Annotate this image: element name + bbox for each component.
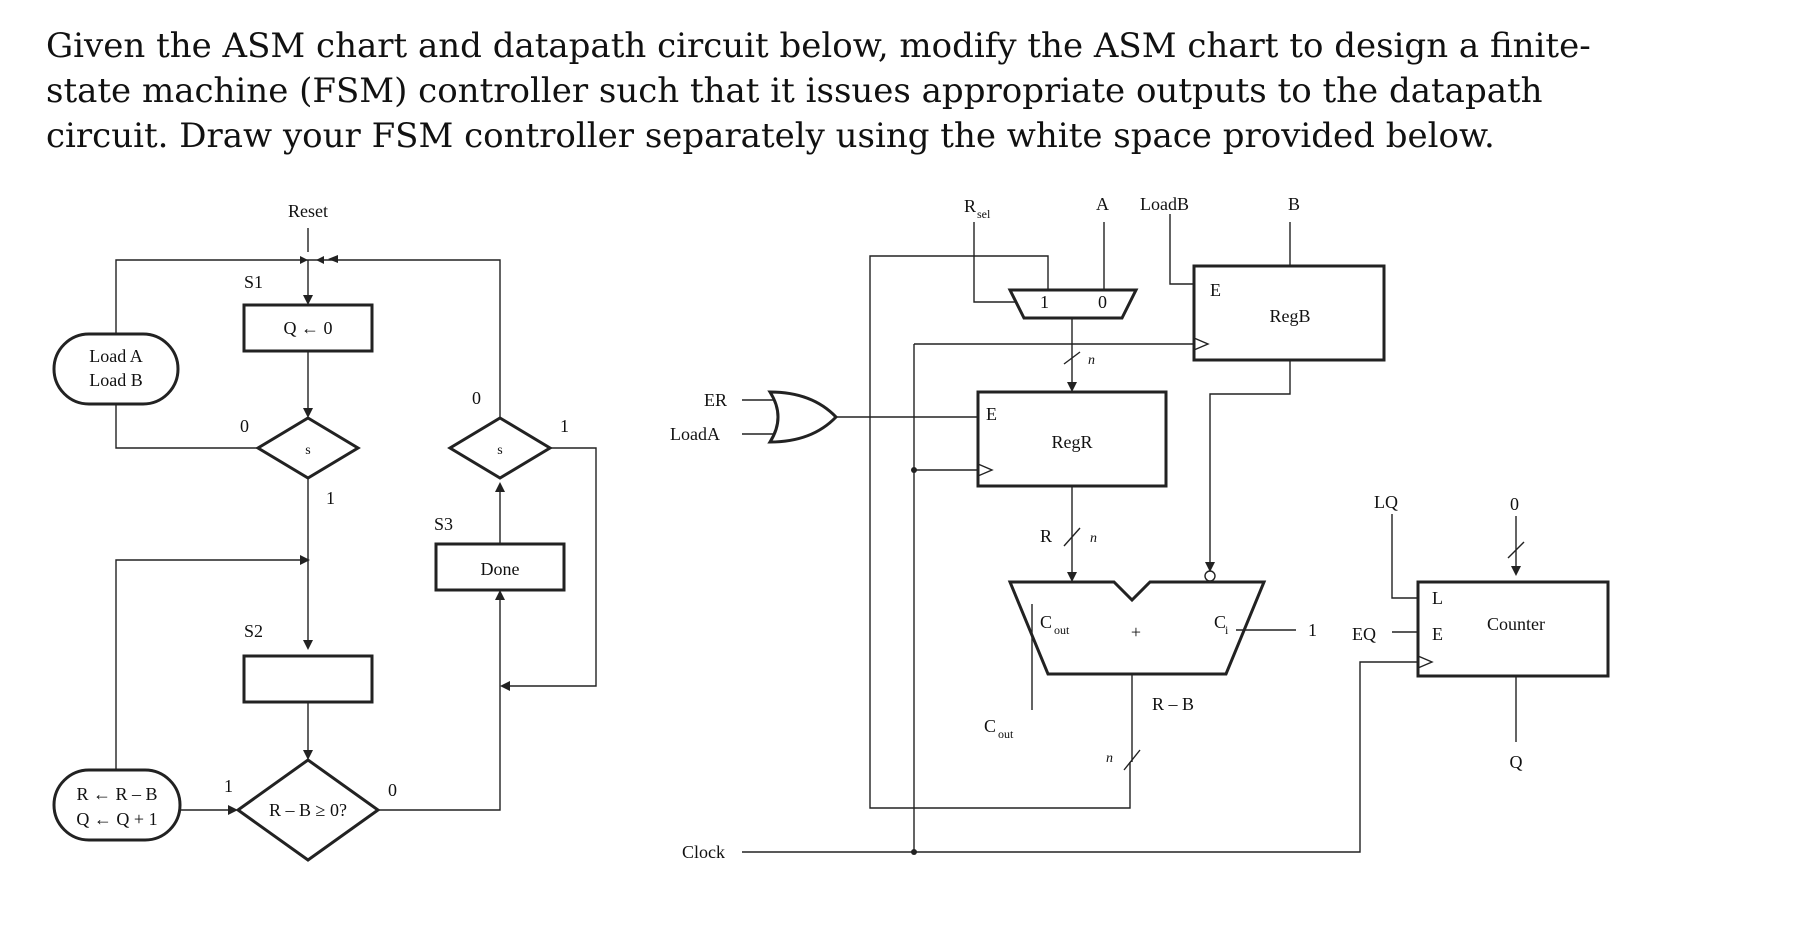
decision-r-minus-b — [235, 758, 381, 862]
bus-width-n3: n — [1106, 751, 1113, 766]
mux — [1007, 288, 1139, 320]
r-minus-b-label: R – B — [1152, 694, 1194, 714]
input-a-label: A — [1096, 194, 1109, 214]
state-s2-label: S2 — [244, 621, 263, 641]
mux-in-0: 0 — [1098, 292, 1107, 312]
regb-label: RegB — [1269, 306, 1310, 326]
q-output-label: Q — [1510, 752, 1523, 772]
counter-load-zero: 0 — [1510, 494, 1519, 514]
state-s1-label: S1 — [244, 272, 263, 292]
q-init-action: Q ← 0 — [284, 318, 333, 338]
cout-out-sub: out — [998, 727, 1014, 741]
state-s2-box — [242, 654, 374, 704]
eq-label: EQ — [1352, 624, 1376, 644]
regb — [1192, 264, 1386, 362]
counter — [1416, 580, 1610, 678]
regb-enable: E — [1210, 280, 1221, 300]
counter-enable: E — [1432, 624, 1443, 644]
load-a-label: Load A — [89, 346, 143, 366]
loada-label: LoadA — [670, 424, 720, 444]
reset-merge-arrowhead — [328, 255, 338, 263]
mux-in-1: 1 — [1040, 292, 1049, 312]
decision-r-minus-b-label: R – B ≥ 0? — [269, 800, 347, 820]
clock-label: Clock — [682, 842, 725, 862]
carry-in-one: 1 — [1308, 620, 1317, 640]
rb-branch-zero: 0 — [388, 780, 397, 800]
datapath-circuit: R sel A LoadB B 1 0 n E RegB ER LoadA — [670, 194, 1610, 862]
lq-label: LQ — [1374, 492, 1398, 512]
counter-label: Counter — [1487, 614, 1545, 634]
asm-chart: Reset S1 S2 S3 Q ← 0 Load A Load B s 0 1 — [52, 201, 597, 862]
state-s3-label: S3 — [434, 514, 453, 534]
decision-s-s1-label: s — [305, 443, 310, 458]
load-ab-conditional-output — [52, 332, 180, 406]
carry-in-label: C — [1214, 612, 1226, 632]
decision-s-s3-label: s — [497, 443, 502, 458]
r-bus-label: R — [1040, 526, 1052, 546]
rb-branch-one: 1 — [224, 776, 233, 796]
or-gate — [767, 390, 839, 444]
rsel-sub: sel — [977, 207, 991, 221]
adder — [1007, 580, 1267, 676]
reset-label: Reset — [288, 201, 328, 221]
carry-in-sub: i — [1225, 623, 1229, 637]
bus-width-n1: n — [1088, 353, 1095, 368]
adder-plus: + — [1131, 622, 1141, 642]
inc-q-label: Q ← Q + 1 — [76, 809, 157, 829]
s3-branch-one: 1 — [560, 416, 569, 436]
done-output: Done — [481, 559, 520, 579]
cout-out-label: C — [984, 716, 996, 736]
sub-r-label: R ← R – B — [76, 784, 157, 804]
regr-label: RegR — [1051, 432, 1092, 452]
decision-s-s3 — [447, 416, 553, 480]
input-b-label: B — [1288, 194, 1300, 214]
load-b-label: Load B — [89, 370, 143, 390]
cout-in-label: C — [1040, 612, 1052, 632]
bus-width-n2: n — [1090, 531, 1097, 546]
cout-in-sub: out — [1054, 623, 1070, 637]
loadb-label: LoadB — [1140, 194, 1189, 214]
problem-statement: Given the ASM chart and datapath circuit… — [46, 26, 1591, 156]
rsel-label: R — [964, 196, 976, 216]
er-label: ER — [704, 390, 727, 410]
counter-load: L — [1432, 588, 1443, 608]
s1-branch-zero: 0 — [240, 416, 249, 436]
s3-branch-zero: 0 — [472, 388, 481, 408]
sub-inc-conditional-output — [52, 768, 182, 842]
regr-enable: E — [986, 404, 997, 424]
regr — [976, 390, 1168, 488]
state-s1-box — [242, 303, 374, 353]
s1-branch-one: 1 — [326, 488, 335, 508]
